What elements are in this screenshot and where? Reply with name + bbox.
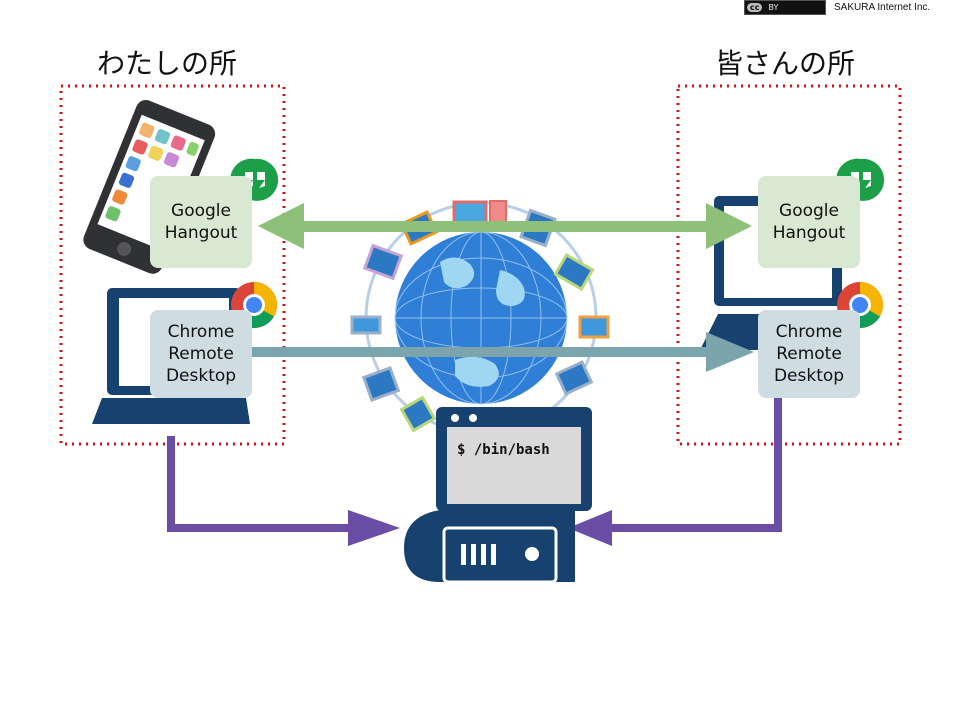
license-header: cc BY SAKURA Internet Inc. — [744, 0, 931, 15]
left-remote-desktop-label: Chrome Remote Desktop — [150, 310, 252, 398]
right-area-title: 皆さんの所 — [715, 47, 856, 80]
left-server-arrow — [167, 436, 400, 546]
terminal-command: $ /bin/bash — [457, 442, 550, 458]
server-icon — [404, 510, 575, 584]
cc-by-badge: cc BY — [744, 0, 826, 15]
remote-desktop-arrow — [252, 332, 754, 372]
right-remote-desktop-label: Chrome Remote Desktop — [758, 310, 860, 398]
label-line: Remote — [776, 344, 842, 364]
right-server-arrow — [568, 394, 782, 546]
by-badge-text: BY — [768, 2, 779, 12]
label-line: Chrome — [167, 322, 235, 342]
label-line: Desktop — [773, 366, 845, 386]
chrome-icon — [231, 282, 277, 328]
left-hangout-label: Google Hangout — [150, 176, 252, 268]
company-name: SAKURA Internet Inc. — [834, 1, 931, 13]
label-line: Chrome — [775, 322, 843, 342]
label-line: Google — [171, 201, 231, 221]
hangout-arrow — [258, 203, 752, 249]
label-line: Desktop — [165, 366, 237, 386]
right-area-frame — [676, 84, 902, 446]
label-line: Google — [779, 201, 839, 221]
left-area-title: わたしの所 — [97, 47, 238, 80]
label-line: Hangout — [164, 223, 238, 243]
label-line: Hangout — [772, 223, 846, 243]
cc-badge-text: cc — [747, 2, 763, 12]
right-hangout-label: Google Hangout — [758, 176, 860, 268]
label-line: Remote — [168, 344, 234, 364]
globe-icon — [364, 201, 598, 435]
terminal-window-icon — [436, 407, 592, 511]
